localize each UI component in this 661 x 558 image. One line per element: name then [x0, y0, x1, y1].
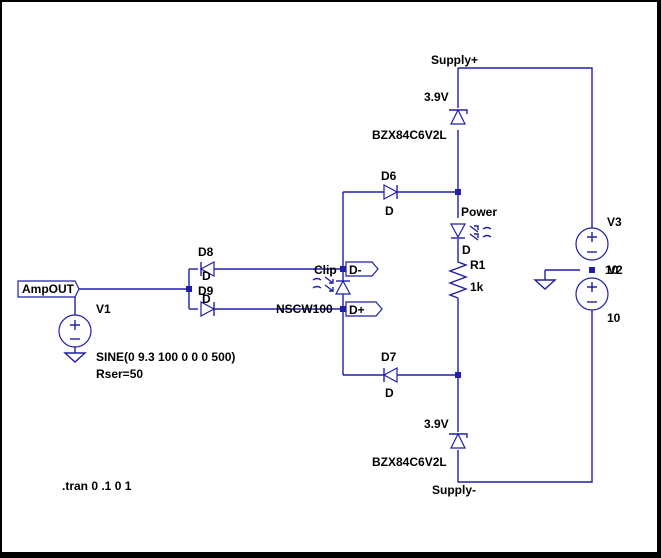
- net-label-supply-minus: Supply-: [432, 483, 476, 497]
- port-d-minus[interactable]: [345, 261, 379, 277]
- v2-value: 10: [607, 311, 621, 325]
- d6-model: D: [385, 204, 394, 218]
- d8-model: D: [202, 269, 211, 283]
- diode-d6[interactable]: [383, 183, 399, 201]
- v3-value: 10: [605, 263, 619, 277]
- net-label-power: Power: [461, 205, 497, 219]
- port-d-plus-label: D+: [349, 303, 365, 317]
- ground-symbol-v1: [63, 352, 87, 363]
- led-clip[interactable]: [312, 276, 352, 295]
- voltage-source-v1[interactable]: [58, 314, 92, 348]
- zener-top-value: 3.9V: [424, 90, 449, 104]
- ground-symbol-supplies: [533, 279, 557, 290]
- zener-diode-top[interactable]: [449, 108, 468, 125]
- d6-ref: D6: [381, 169, 397, 183]
- d9-model: D: [202, 292, 211, 306]
- v1-rser: Rser=50: [96, 367, 143, 381]
- v2-ref: V2: [608, 263, 623, 277]
- r1-value: 1k: [470, 280, 484, 294]
- port-ampout[interactable]: [17, 280, 80, 298]
- v3-ref: V3: [607, 215, 622, 229]
- v1-value: SINE(0 9.3 100 0 0 0 500): [96, 350, 235, 364]
- net-label-clip: Clip: [314, 263, 337, 277]
- zener-diode-bottom[interactable]: [449, 432, 468, 449]
- net-label-supply-plus: Supply+: [431, 53, 478, 67]
- r1-ref: R1: [470, 258, 486, 272]
- spice-directive[interactable]: .tran 0 .1 0 1: [62, 479, 132, 493]
- d9-ref: D9: [198, 284, 214, 298]
- diode-d9[interactable]: [200, 300, 216, 318]
- led-power[interactable]: [449, 223, 492, 241]
- zener-bottom-value: 3.9V: [424, 417, 449, 431]
- d8-ref: D8: [198, 245, 214, 259]
- v1-ref: V1: [96, 302, 111, 316]
- voltage-source-v3[interactable]: [575, 227, 609, 261]
- junctions: [186, 189, 595, 378]
- zener-bottom-model: BZX84C6V2L: [372, 455, 447, 469]
- d7-ref: D7: [381, 350, 397, 364]
- resistor-r1[interactable]: [448, 258, 468, 299]
- d7-model: D: [385, 386, 394, 400]
- port-d-plus[interactable]: [345, 301, 383, 317]
- diode-d7[interactable]: [382, 366, 398, 384]
- led-clip-model: NSCW100: [276, 302, 333, 316]
- zener-top-model: BZX84C6V2L: [372, 128, 447, 142]
- canvas-background: [2, 2, 657, 552]
- diode-d8[interactable]: [199, 260, 215, 278]
- port-ampout-label: AmpOUT: [22, 282, 75, 296]
- port-d-minus-label: D-: [349, 263, 362, 277]
- voltage-source-v2[interactable]: [575, 277, 609, 311]
- led-power-model: D: [462, 243, 471, 257]
